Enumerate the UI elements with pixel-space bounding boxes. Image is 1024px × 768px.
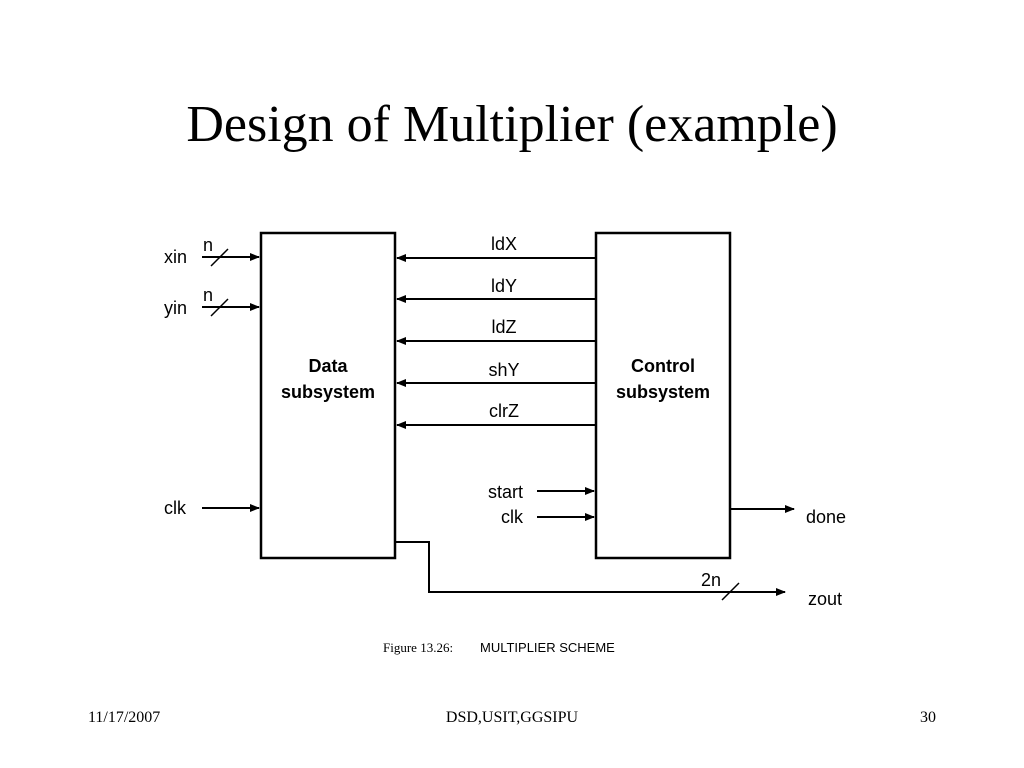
yin-bus-slash (210, 298, 229, 317)
clrz-label: clrZ (489, 401, 519, 421)
ldx-label: ldX (491, 234, 517, 254)
shy-label: shY (488, 360, 519, 380)
footer-center-text: DSD,USIT,GGSIPU (445, 709, 579, 726)
figure-caption-number: Figure 13.26: (383, 640, 453, 655)
figure-caption-name: MULTIPLIER SCHEME (480, 640, 615, 655)
yin-label: yin (164, 298, 187, 318)
done-label: done (806, 507, 846, 527)
zout-width-label: 2n (701, 570, 721, 590)
zout-label: zout (808, 589, 842, 609)
xin-width-label: n (203, 235, 213, 255)
ldy-label: ldY (491, 276, 517, 296)
footer-date: 11/17/2007 (88, 709, 161, 726)
xin-label: xin (164, 247, 187, 267)
zout-bus-slash (721, 582, 740, 601)
footer-page-number: 30 (920, 709, 936, 726)
data-clk-label: clk (164, 498, 187, 518)
data-subsystem-label-line2: subsystem (281, 382, 375, 402)
data-subsystem-label-line1: Data (308, 356, 348, 376)
control-subsystem-label-line2: subsystem (616, 382, 710, 402)
control-signal-group: ldX ldY ldZ shY clrZ (396, 234, 596, 429)
slide-title: Design of Multiplier (example) (186, 96, 838, 153)
control-clk-label: clk (501, 507, 524, 527)
zout-wire (395, 541, 786, 596)
yin-width-label: n (203, 285, 213, 305)
ldz-label: ldZ (491, 317, 516, 337)
data-subsystem-box (259, 231, 397, 560)
xin-bus-slash (210, 248, 229, 267)
start-label: start (488, 482, 523, 502)
control-subsystem-label-line1: Control (631, 356, 695, 376)
control-subsystem-box (594, 231, 732, 560)
